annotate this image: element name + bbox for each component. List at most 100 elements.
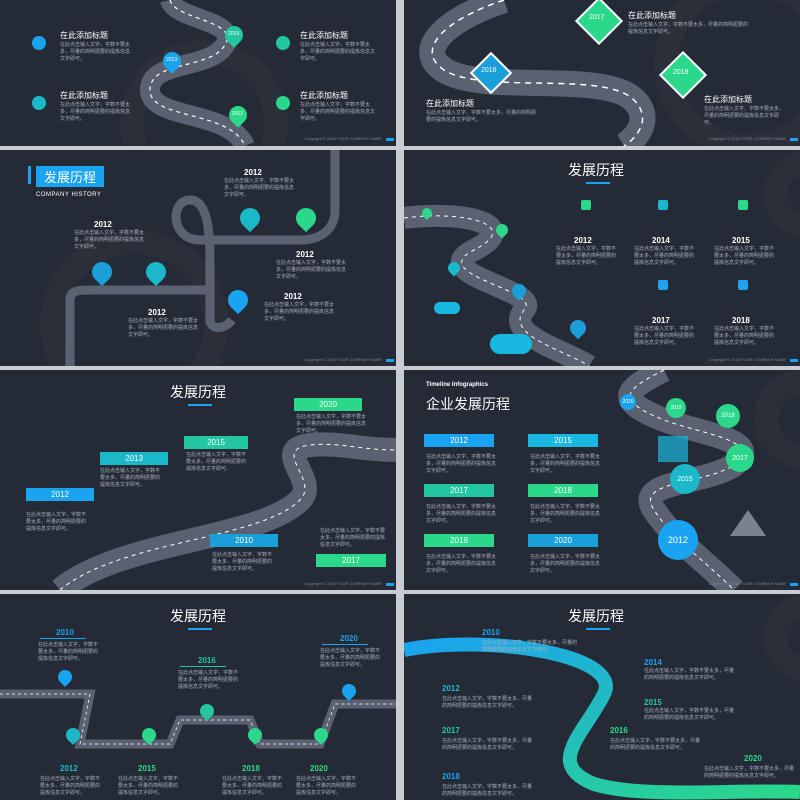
slide-6[interactable]: Timeline Infographics 企业发展历程 2012 在此点击输入… [404,370,800,590]
footer: Copyright © 2018 YOUR COMPANY NAME [708,581,786,586]
year-underline [180,666,226,667]
bar-desc: 在此点击输入文字，字数不要太多，尽量的简明扼要的提炼信息文字即可。 [426,554,497,574]
item-title: 在此添加标题 [60,91,108,100]
item-title: 在此添加标题 [704,95,752,104]
year-label: 2012 [94,220,112,229]
title-accent [28,166,31,184]
year-label: 2010 [56,628,74,637]
step-road [0,689,396,749]
year-desc: 在此点击输入文字，字数不要太多，尽量的简明扼要的提炼信息文字即可。 [634,326,695,346]
loop-road [65,150,340,366]
year-label: 2014 [652,236,670,245]
slide-title: 发展历程 [568,162,624,178]
year-label: 2010 [482,628,500,637]
pin-2020: 2020 [620,394,636,410]
bar-2019: 2019 [424,534,494,547]
item-title: 在此添加标题 [426,99,474,108]
slide-4[interactable]: 发展历程 2012 在此点击输入文字，字数不要太多，尽量的简明扼要的提炼信息文字… [404,150,800,366]
year-desc: 在此点击输入文字，字数不要太多，尽量的简明扼要的提炼信息文字即可。 [74,230,145,250]
bar-2018: 2018 [528,484,598,497]
year-desc: 在此点击输入文字，字数不要太多，尽量的简明扼要的提炼信息文字即可。 [224,178,295,198]
year-label: 2014 [644,658,662,667]
winding-road [139,0,255,146]
flag-desc: 在此点击输入文字，字数不要太多，尽量的简明扼要的提炼信息文字即可。 [186,452,247,472]
pin-2015: 2015 [670,464,700,494]
slide-5[interactable]: 发展历程 2020 在此点击输入文字，字数不要太多，尽量的简明扼要的提炼信息文字… [0,370,396,590]
footer-bar [790,138,798,141]
pin-2018: 2018 [716,404,740,428]
year-label: 2015 [732,236,750,245]
year-label: 2012 [148,308,166,317]
bar-desc: 在此点击输入文字，字数不要太多，尽量的简明扼要的提炼信息文字即可。 [426,454,497,474]
item-desc: 在此点击输入文字，字数不要太多，尽量的简明扼要的提炼信息文字即可。 [704,106,785,126]
year-desc: 在此点击输入文字，字数不要太多，尽量的简明扼要的提炼信息文字即可。 [482,640,578,653]
slide-title: 企业发展历程 [426,396,510,412]
flag-desc: 在此点击输入文字，字数不要太多，尽量的简明扼要的提炼信息文字即可。 [320,528,386,548]
timeline-icon [738,280,748,290]
slide-7[interactable]: 发展历程 2010 在此点击输入文字，字数不要太多，尽量的简明扼要的提炼信息文字… [0,594,396,800]
title-underline [188,628,212,630]
year-label: 2017 [442,726,460,735]
year-desc: 在此点击输入文字，字数不要太多，尽量的简明扼要的提炼信息文字即可。 [128,318,199,338]
year-desc: 在此点击输入文字，字数不要太多，尽量的简明扼要的提炼信息文字即可。 [644,708,735,721]
year-label: 2015 [138,764,156,773]
year-desc: 在此点击输入文字，字数不要太多，尽量的简明扼要的提炼信息文字即可。 [714,246,775,266]
bar-2015: 2015 [528,434,598,447]
city-icon [658,436,688,462]
bullet-icon [32,96,46,110]
slide-title: 发展历程 [568,608,624,624]
item-desc: 在此点击输入文字，字数不要太多，尽量的简明扼要的提炼信息文字即可。 [426,110,537,123]
year-desc: 在此点击输入文字，字数不要太多，尽量的简明扼要的提炼信息文字即可。 [320,648,381,668]
year-underline [40,638,86,639]
year-desc: 在此点击输入文字，字数不要太多，尽量的简明扼要的提炼信息文字即可。 [118,776,179,796]
year-desc: 在此点击输入文字，字数不要太多，尽量的简明扼要的提炼信息文字即可。 [38,642,99,662]
timeline-icon [658,280,668,290]
bullet-icon [276,96,290,110]
year-desc: 在此点击输入文字，字数不要太多，尽量的简明扼要的提炼信息文字即可。 [442,738,533,751]
slide-8[interactable]: 发展历程 2010 在此点击输入文字，字数不要太多，尽量的简明扼要的提炼信息文字… [404,594,800,800]
pin-year: 2013 [166,57,178,63]
bar-2012: 2012 [424,434,494,447]
bullet-icon [32,36,46,50]
flag-2015: 2015 [184,436,248,449]
footer: Copyright © 2018 YOUR COMPANY NAME [304,136,382,141]
footer-bar [386,359,394,362]
flag-desc: 在此点击输入文字，字数不要太多，尽量的简明扼要的提炼信息文字即可。 [100,468,161,488]
flag-2017: 2017 [316,554,386,567]
slide-3[interactable]: 发展历程 COMPANY HISTORY 2012 在此点击输入文字，字数不要太… [0,150,396,366]
bar-2017: 2017 [424,484,494,497]
bar-desc: 在此点击输入文字，字数不要太多，尽量的简明扼要的提炼信息文字即可。 [530,454,601,474]
pin-2017: 2017 [726,444,754,472]
year-desc: 在此点击输入文字，字数不要太多，尽量的简明扼要的提炼信息文字即可。 [644,668,735,681]
flag-desc: 在此点击输入文字，字数不要太多，尽量的简明扼要的提炼信息文字即可。 [212,552,273,572]
pin-2019: 2019 [666,398,686,418]
pin-year: 2019 [228,31,240,37]
year-desc: 在此点击输入文字，字数不要太多，尽量的简明扼要的提炼信息文字即可。 [442,696,533,709]
year-desc: 在此点击输入文字，字数不要太多，尽量的简明扼要的提炼信息文字即可。 [610,738,701,751]
footer-bar [386,583,394,586]
year-label: 2012 [296,250,314,259]
item-title: 在此添加标题 [60,31,108,40]
slide-title: 发展历程 [170,384,226,400]
sign-year: 2017 [589,14,605,21]
item-desc: 在此点击输入文字，字数不要太多，尽量的简明扼要的提炼信息文字即可。 [60,42,131,62]
flag-2020: 2020 [294,398,362,411]
year-desc: 在此点击输入文字，字数不要太多，尽量的简明扼要的提炼信息文字即可。 [264,302,335,322]
cloud-icon [490,334,532,354]
gradient-road [404,637,800,800]
slide-title: 发展历程 [170,608,226,624]
slide-2[interactable]: 2017 2016 2018 在此添加标题 在此点击输入文字，字数不要太多，尽量… [404,0,800,146]
year-label: 2012 [60,764,78,773]
bar-2020: 2020 [528,534,598,547]
item-desc: 在此点击输入文字，字数不要太多，尽量的简明扼要的提炼信息文字即可。 [300,42,376,62]
title-underline [188,404,212,406]
timeline-icon [658,200,668,210]
item-desc: 在此点击输入文字，字数不要太多，尽量的简明扼要的提炼信息文字即可。 [300,102,376,122]
curved-road [52,432,396,590]
mountain-icon [730,510,766,536]
item-title: 在此添加标题 [628,11,676,20]
slide-1[interactable]: 2019 2013 2012 在此添加标题 在此点击输入文字，字数不要太多，尽量… [0,0,396,146]
flag-2012: 2012 [26,488,94,501]
year-label: 2018 [732,316,750,325]
cloud-icon [434,302,460,314]
